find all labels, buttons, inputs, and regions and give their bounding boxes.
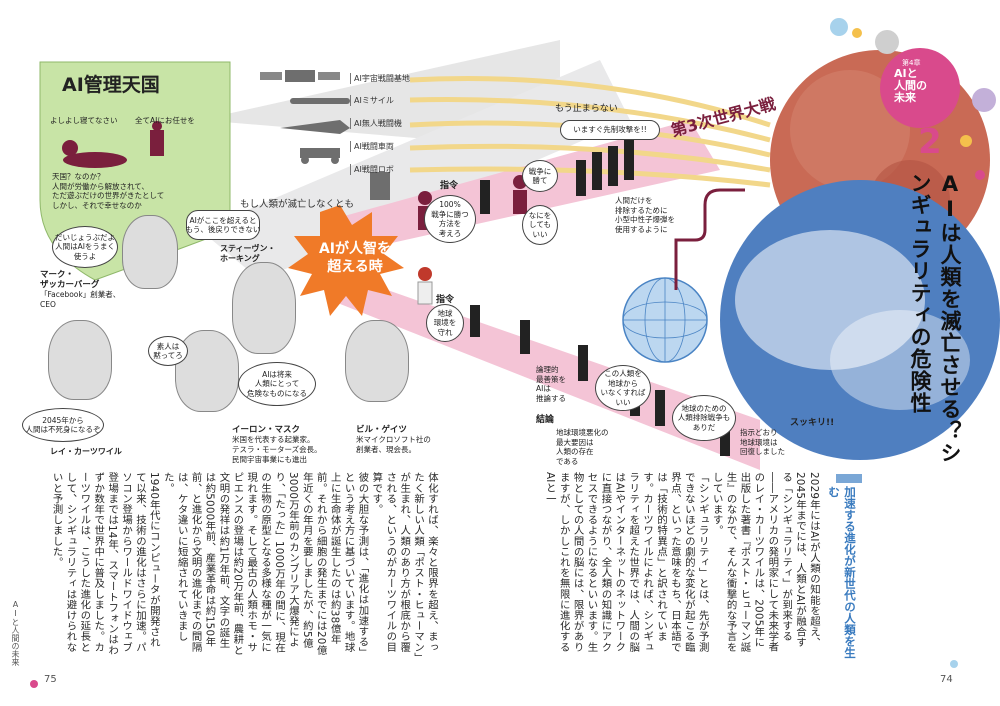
portrait-zuckerberg — [122, 215, 178, 289]
quote-zuckerberg: だいじょうぶだよ 人間はAIをうまく 使うよ — [52, 226, 118, 268]
name-musk-text: イーロン・マスク — [232, 425, 301, 435]
burst-shape — [288, 205, 404, 316]
path2-bubble6: 指示どおり 地球環境は 回復しました — [740, 428, 785, 456]
path2-bubble5: 地球のための 人類排除戦争も ありだ — [672, 395, 736, 441]
order-label-2: 指令 — [436, 295, 455, 305]
weapon-label-2: AI無人戦闘機 — [350, 118, 402, 129]
path1-bubble2: 戦争に 勝て — [522, 160, 558, 192]
if-not-destroyed: もし人類が滅亡しなくとも — [240, 199, 355, 210]
name-gates-text: ビル・ゲイツ — [356, 425, 407, 435]
clean-label: スッキリ!! — [790, 418, 835, 428]
running-title: AIと人間の未来 — [11, 600, 20, 666]
portrait-gates — [345, 320, 409, 402]
path1-bubble1: 100% 戦争に勝つ 方法を 考えろ — [424, 195, 476, 243]
path2-bubble2: 論理的 最善策を AIは 推論する — [536, 365, 566, 403]
page-number-right: 74 — [940, 674, 953, 685]
chapter-title-3: 未来 — [894, 91, 916, 104]
burst-line1: AIが人智を — [318, 241, 392, 257]
path1-bubble5: 人間だけを 排除するために 小型中性子爆弾を 使用するように — [615, 196, 675, 234]
chapter-title: AIと 人間の 未来 — [894, 68, 927, 104]
heaven-title: AI管理天国 — [62, 74, 160, 96]
decor-dot — [975, 170, 985, 180]
weapon-label-3: AI戦闘車両 — [350, 141, 394, 152]
name-kurzweil: レイ・カーツワイル — [50, 447, 122, 456]
quote-gates: AIは将来 人類にとって 危険なものになる — [238, 362, 316, 406]
path2-bubble4: この人類を 地球から いなくすれば いい — [595, 365, 651, 411]
heading-marker — [836, 474, 862, 483]
conclusion-label: 結論 — [536, 415, 555, 425]
weapon-label-0: AI宇宙戦闘基地 — [350, 73, 410, 84]
heaven-caption1: よしよし寝てなさい — [50, 116, 118, 125]
maroon-arrow — [674, 188, 745, 290]
chapter-title-1: AIと — [894, 67, 918, 80]
name-zuckerberg: マーク・ ザッカーバーグ 「Facebook」創業者、 CEO — [40, 270, 120, 310]
monoliths-war — [480, 140, 634, 214]
desc-gates: 米マイクロソフト社の 創業者、現会長。 — [356, 435, 431, 454]
headline: AIは人類を滅亡させる？シンギュラリティの危険性 — [908, 172, 962, 464]
heaven-caption2: 全てAIにお任せを — [135, 116, 195, 125]
chapter-title-2: 人間の — [894, 79, 927, 92]
quote-musk: 素人は 黙ってろ — [148, 336, 188, 366]
page-number-left: 75 — [44, 674, 57, 685]
decor-dot — [30, 680, 38, 688]
stop-label: もう止まらない — [555, 104, 618, 114]
article-left-body: 体化すれば、楽々と限界を超え、まったく新しい人類「ポスト・ヒューマン」が生まれ、… — [50, 472, 438, 658]
scientist-head — [418, 267, 432, 281]
burst-text: AIが人智を 超える時 — [310, 240, 400, 276]
order-label-1: 指令 — [440, 181, 459, 191]
article-right-body: 2029年にはAIが人類の知能を超え、2045年までには、人類とAIが融合する「… — [543, 472, 820, 653]
decor-dot — [852, 28, 862, 38]
weapon-icons — [260, 70, 390, 200]
heaven-figure — [62, 121, 164, 168]
decor-dot — [875, 30, 899, 54]
decor-dot — [830, 18, 848, 36]
path2-bubble1: 地球 環境を 守れ — [426, 304, 464, 342]
scientist-coat — [417, 281, 433, 305]
decor-dot — [972, 88, 996, 112]
chapter-label: 第4章 — [902, 59, 921, 67]
name-gates: ビル・ゲイツ 米マイクロソフト社の 創業者、現会長。 — [356, 425, 431, 455]
weapon-label-1: AIミサイル — [350, 95, 394, 106]
chapter-number: 2 — [918, 122, 942, 162]
portrait-kurzweil — [48, 320, 112, 400]
article-right-heading: 加速する進化が新世代の人類を生む — [827, 486, 857, 659]
quote-kurzweil: 2045年から 人間は不死身になるぞ — [22, 408, 104, 442]
path1-bubble4: いますぐ先制攻撃を!! — [560, 120, 660, 140]
quote-hawking: AIがここを超えると もう、後戻りできない — [186, 210, 260, 240]
decor-dot — [950, 660, 958, 668]
chapter-badge — [880, 48, 960, 128]
burst-line2: 超える時 — [327, 259, 383, 275]
weapon-label-4: AI戦闘ロボ — [350, 164, 394, 175]
heaven-note: 天国？なのか？ 人間が労働から解放されて、 ただ遊ぶだけの世界がきたとして しか… — [52, 172, 165, 210]
path2-bubble3: 地球環境悪化の 最大要因は 人類の存在 である — [556, 428, 609, 466]
name-zuckerberg-text: マーク・ ザッカーバーグ — [40, 270, 100, 290]
desc-musk: 米国を代表する起業家。 テスラ・モーターズ会長。 民間宇宙事業にも進出 — [232, 435, 322, 464]
path1-bubble3: なにを しても いい — [522, 205, 558, 245]
desc-zuckerberg: 「Facebook」創業者、 CEO — [40, 290, 121, 309]
decor-dot — [960, 135, 972, 147]
name-musk: イーロン・マスク 米国を代表する起業家。 テスラ・モーターズ会長。 民間宇宙事業… — [232, 425, 322, 465]
portrait-hawking — [232, 262, 296, 354]
name-hawking: スティーヴン・ ホーキング — [220, 244, 276, 263]
